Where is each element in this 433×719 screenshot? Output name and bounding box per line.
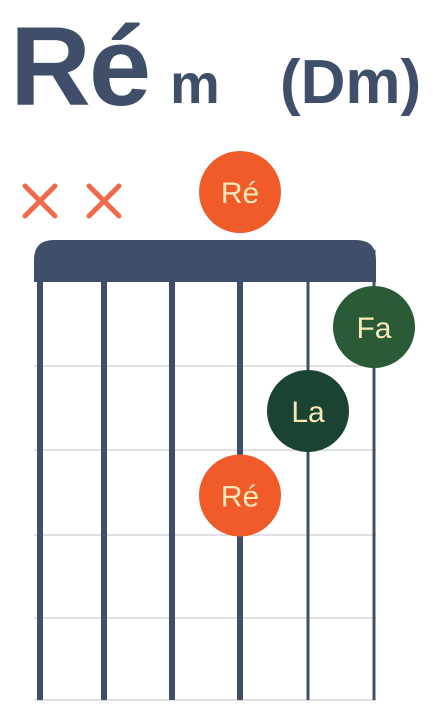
open-note-label: Ré bbox=[221, 177, 259, 210]
muted-string-marker bbox=[22, 183, 58, 219]
chord-quality: m bbox=[170, 52, 220, 115]
nut-bar bbox=[34, 240, 376, 282]
finger-note-circle bbox=[267, 370, 349, 452]
finger-note-label: Fa bbox=[356, 312, 391, 345]
chord-title: Ré m (Dm) bbox=[10, 4, 430, 144]
finger-note-circle bbox=[333, 286, 415, 368]
finger-note-label: Ré bbox=[221, 481, 259, 514]
finger-note-label: La bbox=[291, 396, 325, 429]
open-note-circle bbox=[199, 151, 281, 233]
chord-alternate-name: (Dm) bbox=[280, 48, 422, 117]
muted-string-marker bbox=[86, 183, 122, 219]
finger-note-circle bbox=[199, 454, 281, 537]
chord-root-name: Ré bbox=[10, 4, 151, 129]
